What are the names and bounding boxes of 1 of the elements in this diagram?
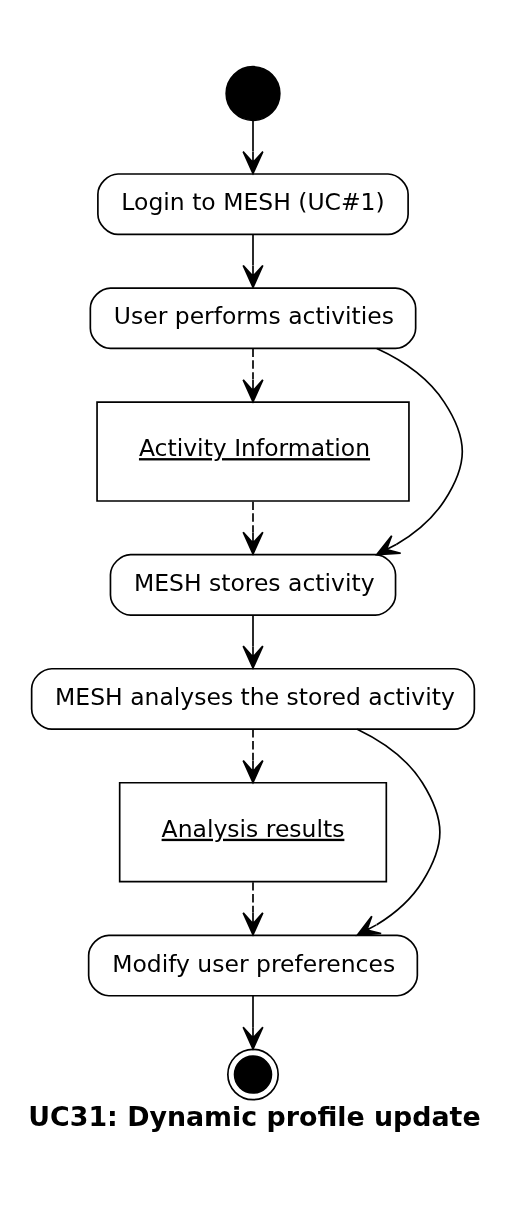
caption: UC31: Dynamic profile update bbox=[28, 1101, 481, 1133]
